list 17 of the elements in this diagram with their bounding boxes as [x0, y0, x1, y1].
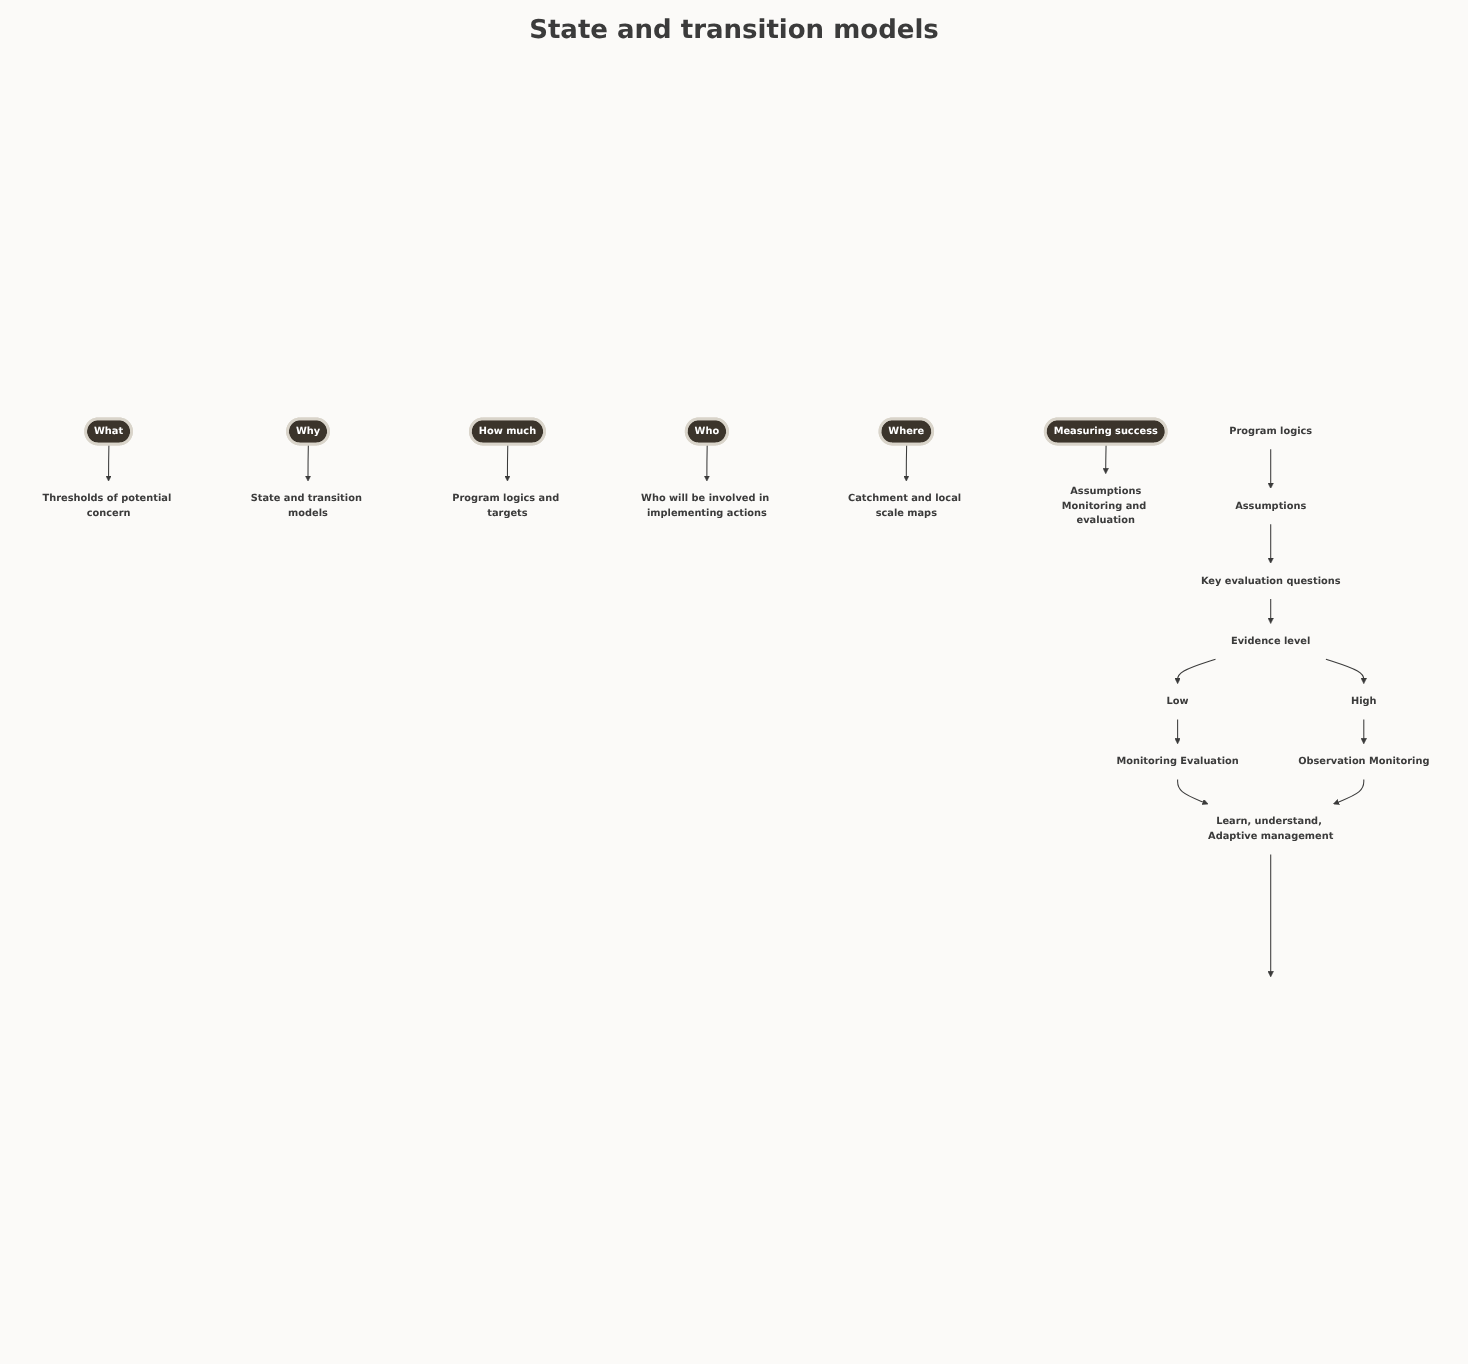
arrow: [1267, 599, 1274, 625]
arrow: [1333, 779, 1365, 806]
arrow: [105, 444, 112, 482]
arrow: [1325, 659, 1367, 685]
arrow: [1267, 449, 1274, 490]
arrow: [703, 444, 710, 482]
arrow: [1174, 719, 1181, 745]
arrow: [903, 444, 910, 482]
arrow: [304, 444, 312, 482]
arrow: [1174, 659, 1217, 685]
arrow: [1267, 854, 1274, 978]
arrow: [1267, 524, 1274, 565]
arrow: [504, 444, 511, 482]
arrow: [1102, 444, 1109, 475]
note-text: State and transition models: [529, 16, 939, 46]
arrow: [1177, 779, 1209, 806]
arrow: [1360, 719, 1367, 745]
